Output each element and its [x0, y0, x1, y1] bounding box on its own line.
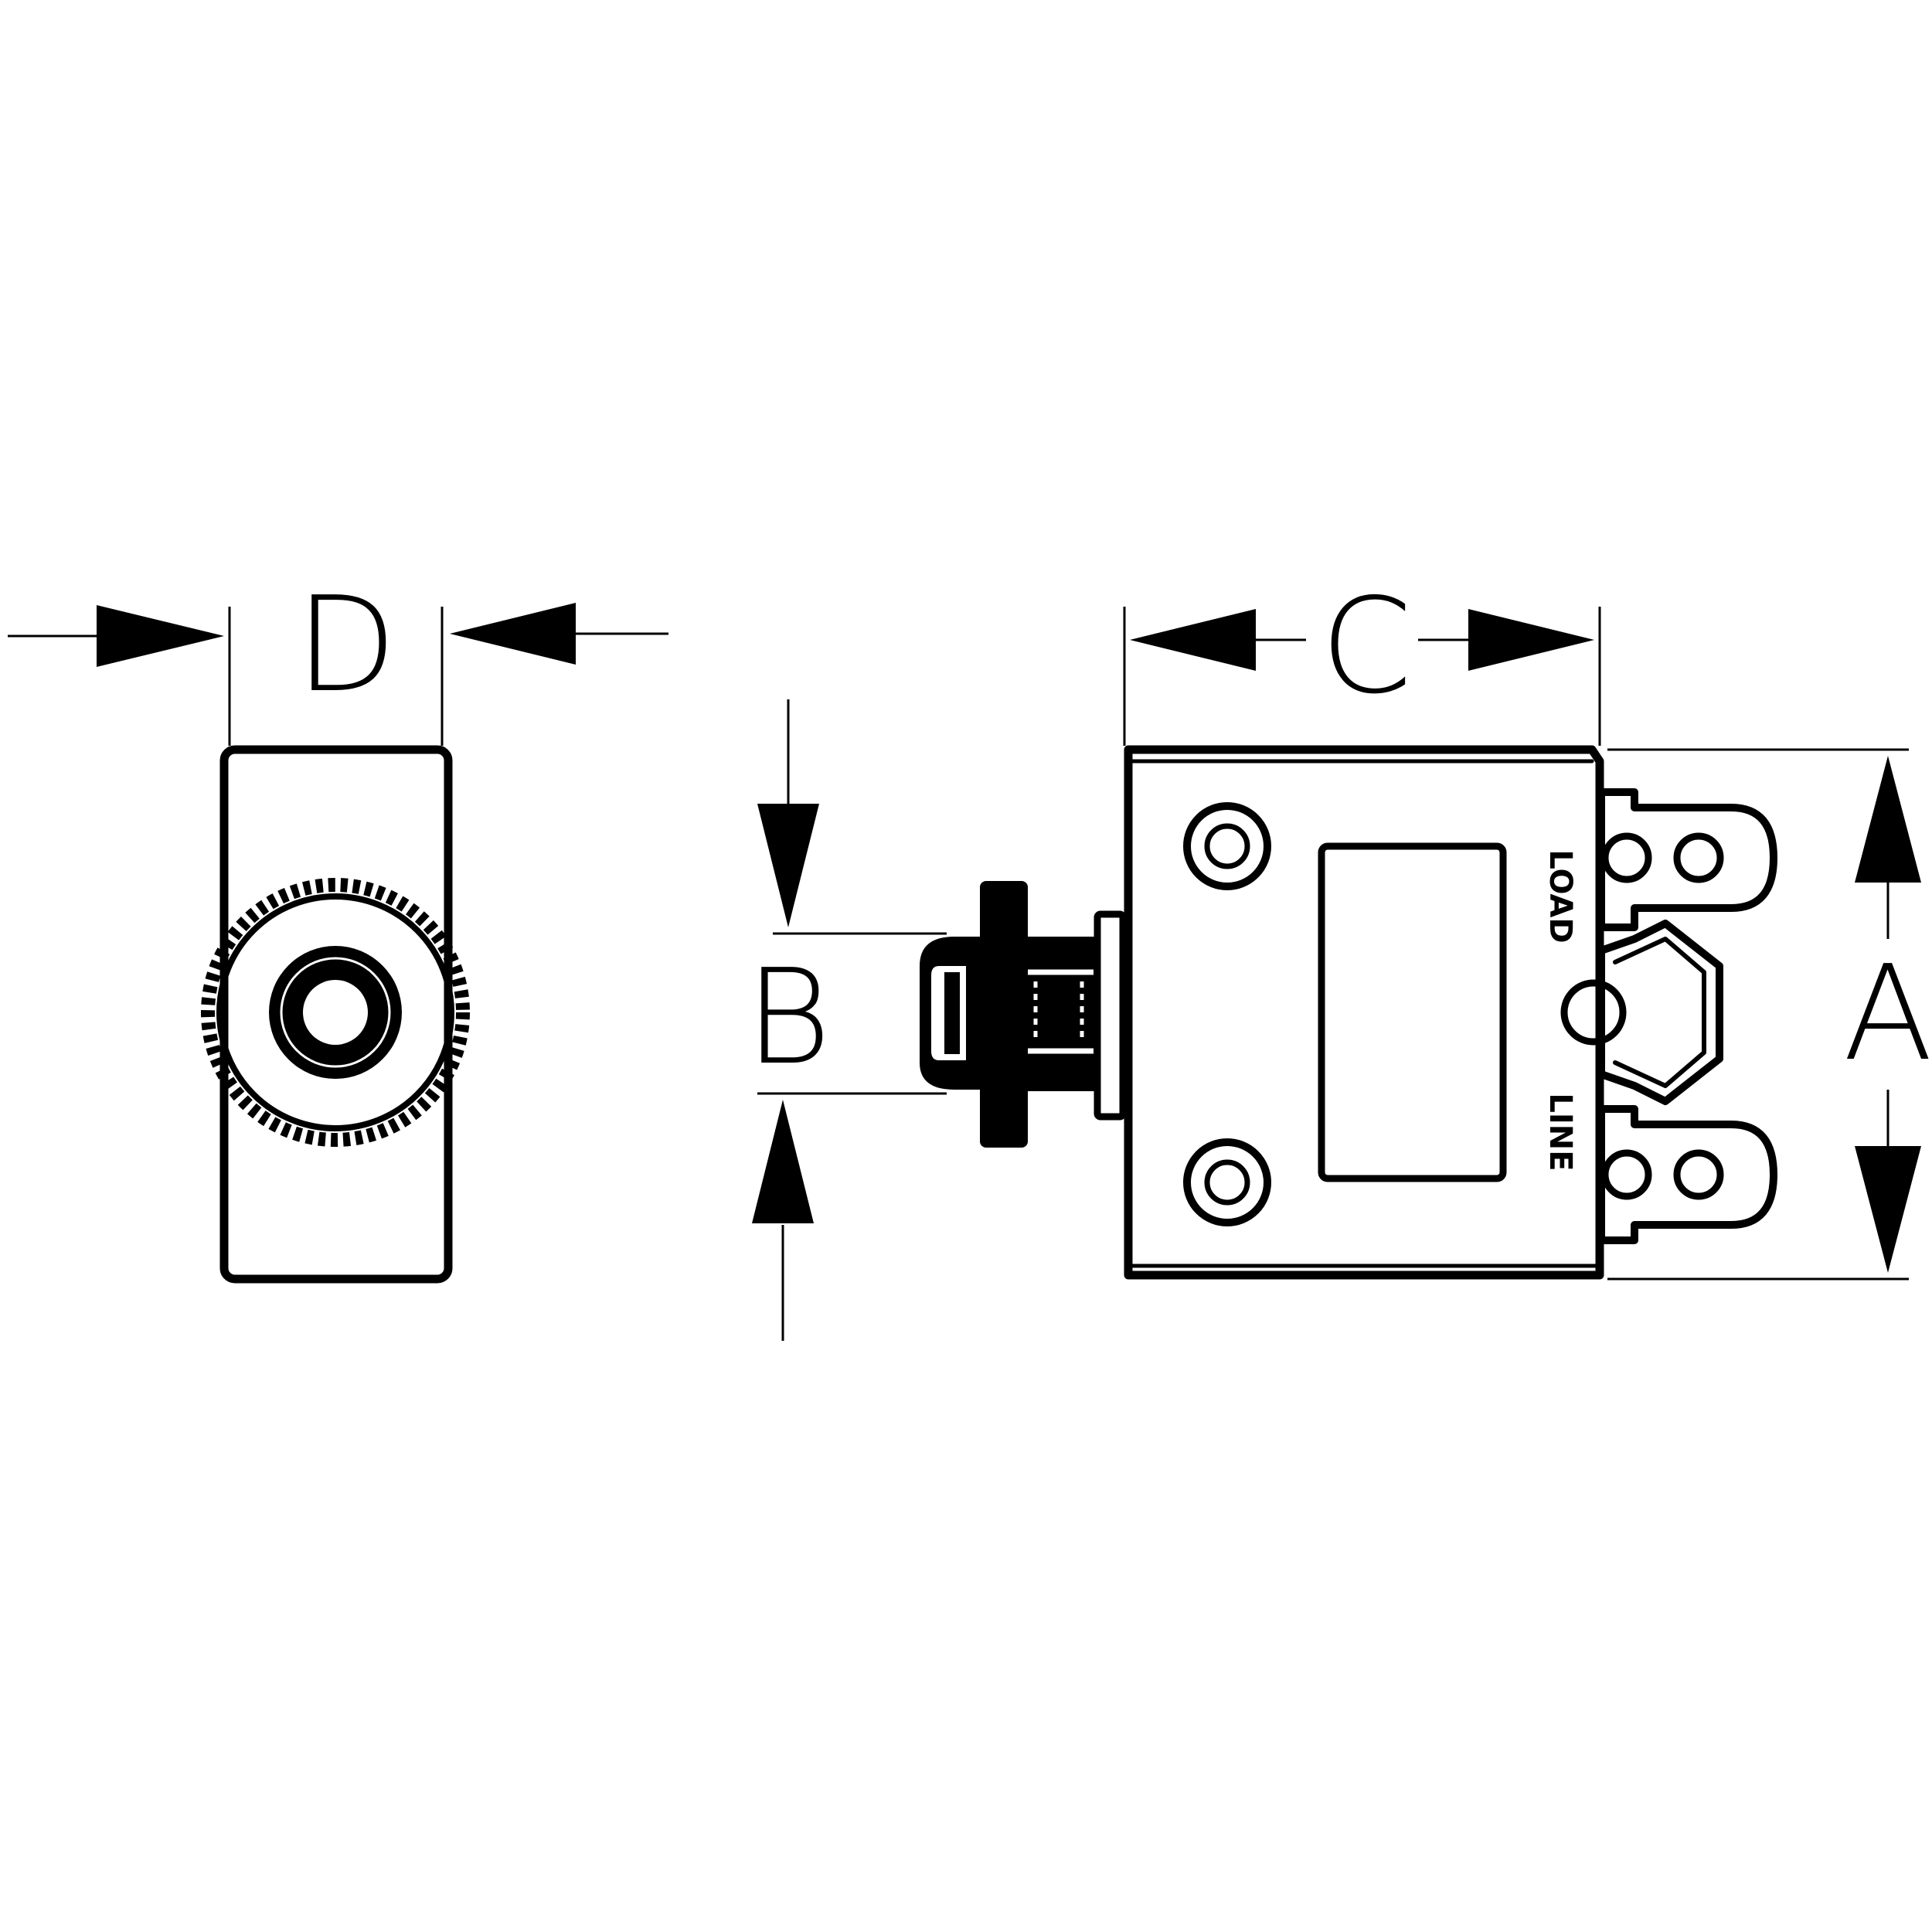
front-view	[201, 745, 470, 1284]
dimension-a-label: A	[1843, 937, 1932, 1090]
dimension-a: A	[1607, 748, 1932, 1281]
arrow-b-up	[752, 1100, 814, 1223]
mounting-hole-top	[1183, 802, 1271, 890]
reset-button-ring-line	[280, 957, 391, 1068]
threaded-bushing	[920, 881, 1127, 1148]
dimension-d-label: D	[296, 569, 397, 722]
load-terminal	[1597, 788, 1777, 931]
side-view: LOAD LINE	[920, 745, 1777, 1280]
dimension-c-label: C	[1321, 570, 1413, 723]
arrow-b-down	[757, 804, 819, 927]
arrow-a-down	[1855, 1146, 1921, 1273]
knurled-nut-inner	[216, 893, 454, 1131]
line-terminal	[1597, 1105, 1777, 1244]
load-terminal-label: LOAD	[1543, 849, 1578, 943]
dimension-c: C	[1123, 570, 1601, 746]
mounting-hole-bottom	[1183, 1138, 1271, 1226]
breaker-body	[1124, 745, 1604, 1280]
line-terminal-label: LINE	[1543, 1093, 1578, 1171]
dimension-b-label: B	[745, 941, 831, 1094]
mounting-bracket	[1560, 920, 1723, 1105]
arrow-c-left	[1130, 609, 1256, 671]
dimension-d: D	[8, 569, 668, 746]
arrow-d-right	[450, 603, 576, 665]
bracket-hole	[1560, 979, 1627, 1046]
arrow-d-left	[97, 605, 224, 667]
reset-button-center	[303, 980, 368, 1045]
arrow-c-right	[1468, 609, 1594, 671]
panel-nut	[980, 881, 1028, 1148]
dimension-b: B	[745, 699, 947, 1341]
arrow-a-up	[1855, 756, 1921, 883]
knurled-nut	[201, 878, 470, 1147]
label-window	[1318, 842, 1507, 1182]
